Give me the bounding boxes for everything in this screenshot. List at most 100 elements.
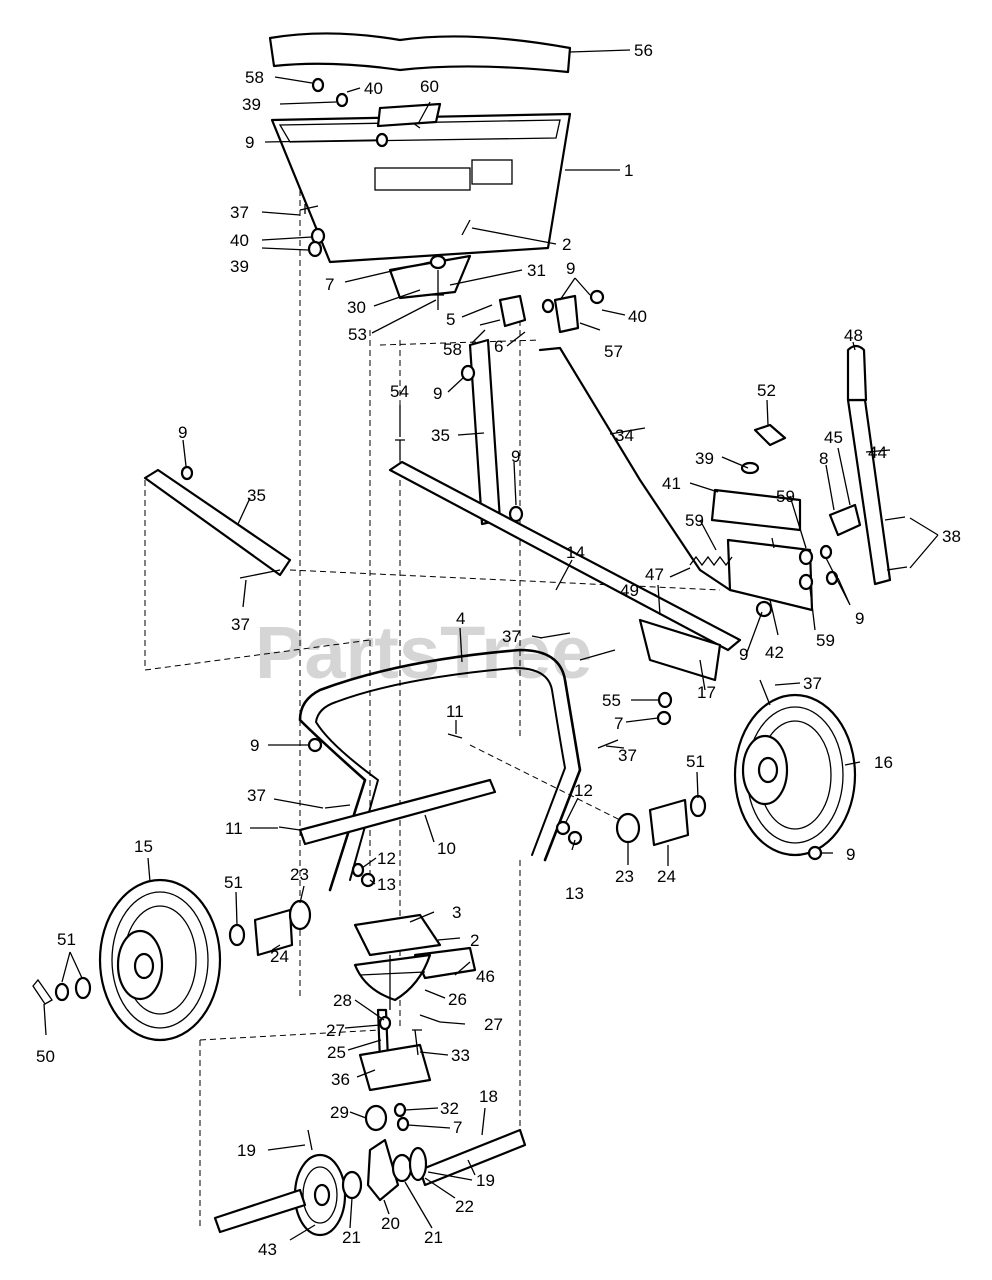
- callout-22: 22: [455, 1197, 474, 1216]
- callout-51: 51: [686, 752, 705, 771]
- callout-37: 37: [803, 674, 822, 693]
- thrust-washer: [408, 1146, 428, 1182]
- callout-34: 34: [615, 426, 634, 445]
- washer-left: [228, 923, 246, 947]
- callout-27: 27: [484, 1015, 503, 1034]
- pinion-gear: [364, 1104, 388, 1132]
- bushing-right: [648, 798, 690, 847]
- callout-11: 11: [225, 819, 243, 838]
- callout-40: 40: [364, 79, 383, 98]
- callout-57: 57: [604, 342, 623, 361]
- lever-grip: [846, 344, 868, 402]
- callout-29: 29: [330, 1103, 349, 1122]
- callout-44: 44: [868, 443, 887, 462]
- callout-54: 54: [390, 382, 409, 401]
- callout-52: 52: [757, 381, 776, 400]
- callout-20: 20: [381, 1214, 400, 1233]
- callout-9: 9: [245, 133, 254, 152]
- callout-35: 35: [247, 486, 266, 505]
- callout-37: 37: [230, 203, 249, 222]
- callout-15: 15: [134, 837, 153, 856]
- callout-38: 38: [942, 527, 961, 546]
- impeller: [353, 953, 432, 1002]
- spacer-left: [341, 1170, 363, 1200]
- callout-16: 16: [874, 753, 893, 772]
- callout-11: 11: [446, 702, 464, 721]
- spreader-plate: [353, 913, 442, 957]
- callout-59: 59: [685, 511, 704, 530]
- hardware: [180, 77, 908, 1176]
- right-wheel: [733, 693, 857, 857]
- handle-frame-inner: [315, 667, 566, 881]
- bearing-left: [288, 899, 312, 931]
- callout-30: 30: [347, 298, 366, 317]
- callout-17: 17: [697, 683, 716, 702]
- bracket: [638, 618, 722, 682]
- drive-axle: [213, 1188, 307, 1234]
- callout-51: 51: [57, 930, 76, 949]
- callout-27: 27: [326, 1021, 345, 1040]
- callout-56: 56: [634, 41, 653, 60]
- washer-right: [689, 794, 707, 818]
- bushing-left: [253, 908, 294, 957]
- callout-6: 6: [494, 337, 503, 356]
- link-bar-left: [143, 468, 292, 577]
- callout-39: 39: [230, 257, 249, 276]
- callout-35: 35: [431, 426, 450, 445]
- callout-1: 1: [624, 161, 633, 180]
- callout-37: 37: [247, 786, 266, 805]
- hopper: [270, 109, 572, 300]
- callout-9: 9: [846, 845, 855, 864]
- callout-23: 23: [290, 865, 309, 884]
- callout-47: 47: [645, 565, 664, 584]
- cotter-pin: [32, 978, 53, 1005]
- callout-5: 5: [446, 310, 455, 329]
- callout-59: 59: [776, 487, 795, 506]
- callout-7: 7: [453, 1118, 462, 1137]
- callout-24: 24: [270, 947, 289, 966]
- callout-21: 21: [342, 1228, 361, 1247]
- callout-59: 59: [816, 631, 835, 650]
- callout-13: 13: [565, 884, 584, 903]
- callout-31: 31: [527, 261, 546, 280]
- callout-4: 4: [456, 609, 465, 628]
- callout-3: 3: [452, 903, 461, 922]
- callout-46: 46: [476, 967, 495, 986]
- callout-37: 37: [231, 615, 250, 634]
- callout-9: 9: [178, 423, 187, 442]
- callout-58: 58: [443, 340, 462, 359]
- callout-2: 2: [562, 235, 571, 254]
- callout-39: 39: [695, 449, 714, 468]
- control-rod: [538, 346, 732, 592]
- callout-18: 18: [479, 1087, 498, 1106]
- callout-24: 24: [657, 867, 676, 886]
- callout-12: 12: [377, 849, 396, 868]
- callout-53: 53: [348, 325, 367, 344]
- frame-bar: [388, 460, 742, 652]
- callout-9: 9: [855, 609, 864, 628]
- callout-40: 40: [628, 307, 647, 326]
- callout-37: 37: [618, 746, 637, 765]
- callout-43: 43: [258, 1240, 277, 1259]
- wing-nut: [753, 423, 787, 447]
- hopper-cover: [268, 32, 572, 74]
- callout-9: 9: [566, 259, 575, 278]
- gear-plate: [358, 1043, 432, 1092]
- callout-2: 2: [470, 931, 479, 950]
- left-wheel: [98, 878, 222, 1042]
- callout-9: 9: [433, 384, 442, 403]
- callout-7: 7: [614, 714, 623, 733]
- callout-labels: 56 58 40 39 60 9 1 37 40 39 2 7 31 9 30 …: [36, 41, 961, 1259]
- callout-13: 13: [377, 875, 396, 894]
- drive-axle-right: [418, 1128, 527, 1187]
- callout-7: 7: [325, 275, 334, 294]
- callout-37: 37: [502, 627, 521, 646]
- callout-55: 55: [602, 691, 621, 710]
- bearing-right: [615, 812, 641, 844]
- callout-60: 60: [420, 77, 439, 96]
- callout-23: 23: [615, 867, 634, 886]
- callout-49: 49: [620, 581, 639, 600]
- callout-8: 8: [819, 449, 828, 468]
